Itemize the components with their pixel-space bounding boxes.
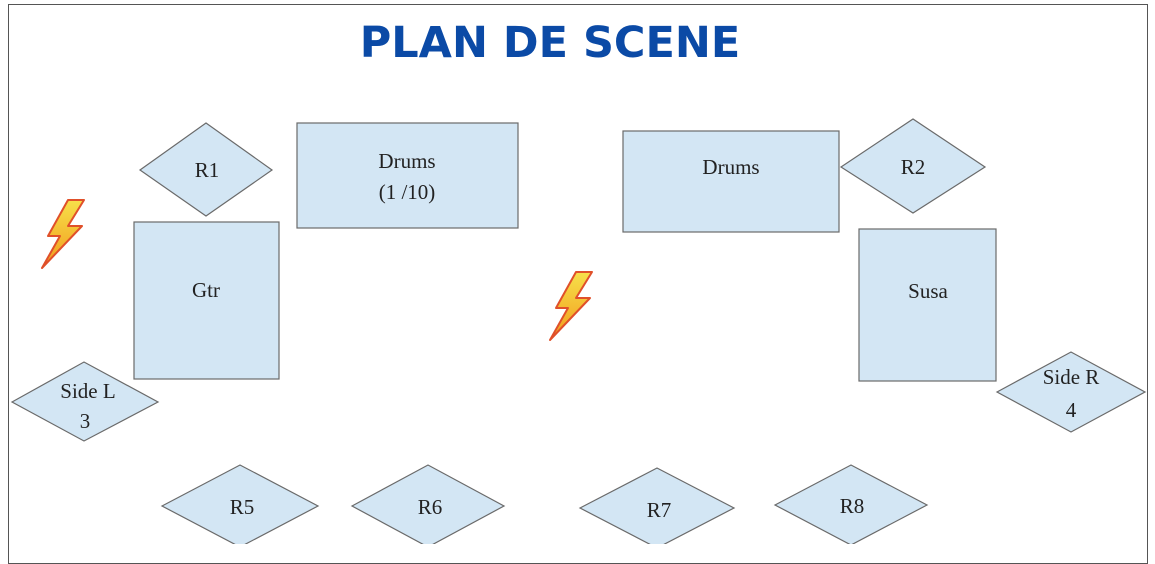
monitor-r2-label: R2 [901, 155, 926, 179]
monitor-r5: R5 [160, 464, 320, 544]
monitor-r8-label: R8 [840, 494, 865, 518]
guitar-amp-label: Gtr [192, 278, 220, 302]
monitor-r6-label: R6 [418, 495, 443, 519]
monitor-r8: R8 [773, 464, 929, 544]
monitor-r1: R1 [138, 122, 274, 217]
side-fill-left: Side L 3 [10, 361, 160, 442]
monitor-r7: R7 [578, 467, 736, 544]
monitor-r6: R6 [350, 464, 506, 544]
side-fill-left-label: Side L [60, 379, 115, 403]
drums-right: Drums [622, 130, 840, 233]
power-bolt-icon [549, 271, 593, 341]
stage-plot: R1 Drums (1 /10) Drums R2 Gtr Susa Side … [10, 118, 1147, 544]
drums-left: Drums (1 /10) [296, 122, 519, 229]
monitor-r7-label: R7 [647, 498, 672, 522]
side-fill-right-number: 4 [1066, 398, 1077, 422]
drums-left-sublabel: (1 /10) [379, 180, 436, 204]
guitar-amp: Gtr [133, 221, 280, 380]
monitor-r5-label: R5 [230, 495, 255, 519]
drums-right-label: Drums [702, 155, 759, 179]
side-fill-right-label: Side R [1043, 365, 1100, 389]
drums-left-label: Drums [378, 149, 435, 173]
monitor-r1-label: R1 [195, 158, 220, 182]
power-bolt-icon [41, 199, 85, 269]
side-fill-right: Side R 4 [995, 351, 1147, 433]
page-title: PLAN DE SCENE [359, 18, 741, 68]
susa-position: Susa [858, 228, 997, 382]
side-fill-left-number: 3 [80, 409, 91, 433]
susa-label: Susa [908, 279, 948, 303]
monitor-r2: R2 [839, 118, 987, 214]
